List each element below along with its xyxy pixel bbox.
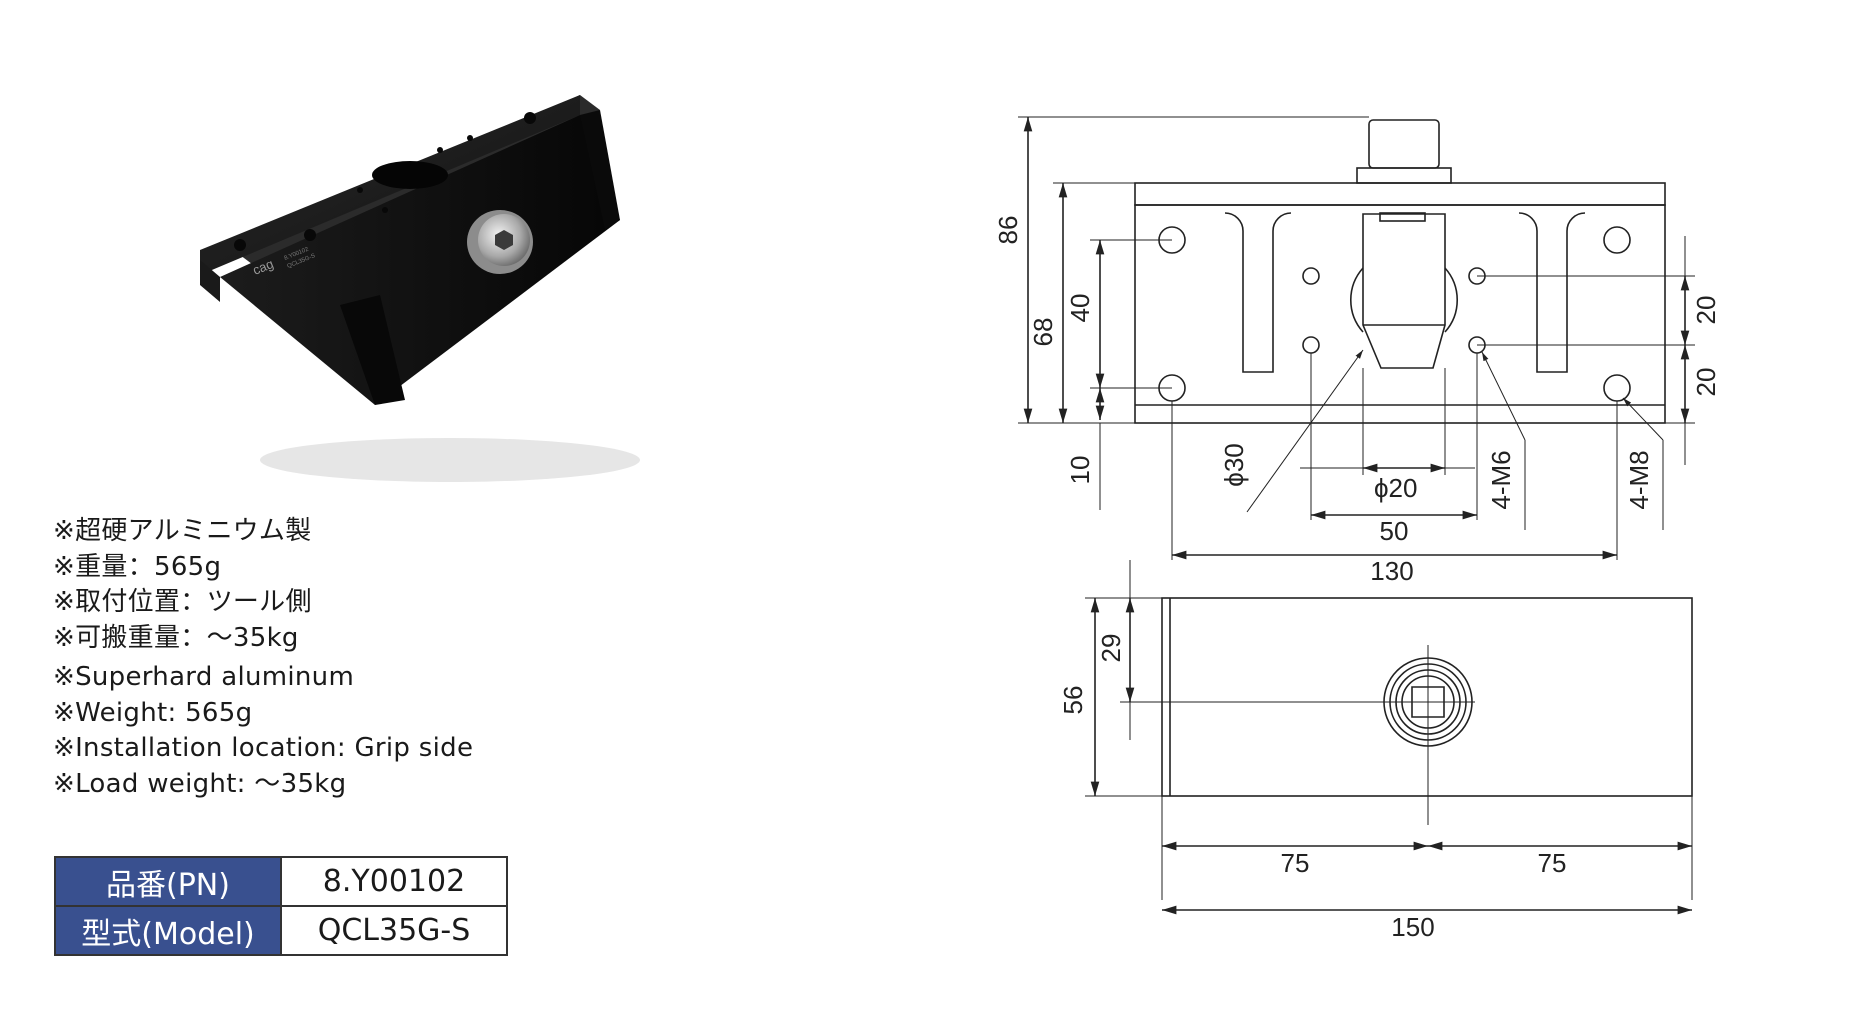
bolt-body <box>1362 213 1446 369</box>
bottom-plate <box>1161 597 1693 797</box>
bottom-view: 56 29 75 75 150 <box>1058 560 1693 942</box>
table-row: 型式(Model) QCL35G-S <box>54 905 508 956</box>
front-view: 86 68 40 10 20 20 ϕ20 ϕ30 4-M6 4-M8 <box>993 116 1721 586</box>
bottom-extension-lines <box>1085 597 1693 900</box>
dim-20-upper-label: 20 <box>1691 296 1721 325</box>
dim-68-label: 68 <box>1028 318 1058 347</box>
dim-10-label: 10 <box>1065 456 1095 485</box>
bracket-end-face <box>580 110 620 230</box>
bracket-front-face <box>220 115 620 405</box>
dim-40-label: 40 <box>1065 294 1095 323</box>
top-hole <box>382 207 388 213</box>
spec-location-en: ※Installation location: Grip side <box>53 733 474 763</box>
top-hole <box>524 112 536 124</box>
m6-hole <box>1302 336 1320 354</box>
phi30-circle <box>1350 267 1364 333</box>
product-photo: cag 8.Y00102 QCL35G-S <box>200 95 640 482</box>
dim-phi20-label: ϕ20 <box>1374 473 1417 503</box>
top-hole <box>234 239 246 251</box>
right-rib <box>1518 212 1586 373</box>
top-hole <box>357 187 363 193</box>
part-number-table: 品番(PN) 8.Y00102 型式(Model) QCL35G-S <box>54 856 508 956</box>
spec-location-jp: ※取付位置：ツール側 <box>53 587 312 617</box>
spec-weight-jp: ※重量：565g <box>53 551 222 582</box>
top-hole <box>467 135 473 141</box>
bolt-slot <box>1379 212 1426 222</box>
pn-label: 品番(PN) <box>54 856 282 907</box>
dim-86-label: 86 <box>993 216 1023 245</box>
dim-4m6-leader <box>1481 351 1526 441</box>
m8-hole <box>1603 374 1631 402</box>
model-value: QCL35G-S <box>280 905 508 956</box>
spec-material-jp: ※超硬アルミニウム製 <box>53 516 312 546</box>
left-rib <box>1224 212 1292 373</box>
spec-load-jp: ※可搬重量：～35kg <box>53 622 299 653</box>
bolt-stem <box>1368 119 1440 169</box>
dim-4m8-label: 4-M8 <box>1624 450 1654 509</box>
front-extension-lines <box>1018 116 1695 560</box>
top-hole <box>304 229 316 241</box>
m6-hole <box>1302 267 1320 285</box>
dim-75-left-label: 75 <box>1281 848 1310 878</box>
spec-load-en: ※Load weight: ～35kg <box>53 768 347 799</box>
bracket-lower-leg <box>340 295 405 405</box>
dim-4m6-label: 4-M6 <box>1486 450 1516 509</box>
front-plate <box>1134 204 1666 424</box>
brand-marking: cag <box>251 256 276 278</box>
table-row: 品番(PN) 8.Y00102 <box>54 856 508 907</box>
top-hole <box>437 147 443 153</box>
dim-130-label: 130 <box>1370 556 1413 586</box>
spec-list-english: ※Superhard aluminum ※Weight: 565g ※Insta… <box>53 660 473 802</box>
dim-56-label: 56 <box>1058 686 1088 715</box>
spec-list-japanese: ※超硬アルミニウム製 ※重量：565g ※取付位置：ツール側 ※可搬重量：～35… <box>53 514 312 656</box>
phi30-circle <box>1444 267 1458 333</box>
dim-29-label: 29 <box>1096 634 1126 663</box>
dim-phi30-leader <box>1246 349 1364 513</box>
bracket-lip <box>200 260 220 302</box>
dim-4m8-leader <box>1622 397 1664 441</box>
bolt-flange <box>1356 167 1452 184</box>
model-label: 型式(Model) <box>54 905 282 956</box>
dim-20-lower-label: 20 <box>1691 368 1721 397</box>
product-shadow <box>260 438 640 482</box>
spec-weight-en: ※Weight: 565g <box>53 697 253 728</box>
top-large-hole <box>372 161 448 189</box>
pn-value: 8.Y00102 <box>280 856 508 907</box>
dim-phi30-label: ϕ30 <box>1219 443 1249 486</box>
dim-75-right-label: 75 <box>1538 848 1567 878</box>
technical-drawing: 86 68 40 10 20 20 ϕ20 ϕ30 4-M6 4-M8 <box>993 116 1721 942</box>
dim-150-label: 150 <box>1391 912 1434 942</box>
dim-50-label: 50 <box>1380 516 1409 546</box>
hex-socket <box>495 230 513 250</box>
spec-material-en: ※Superhard aluminum <box>53 662 355 692</box>
front-top-bar <box>1134 182 1666 206</box>
m8-hole <box>1603 226 1631 254</box>
bolt-hex <box>1411 686 1445 718</box>
